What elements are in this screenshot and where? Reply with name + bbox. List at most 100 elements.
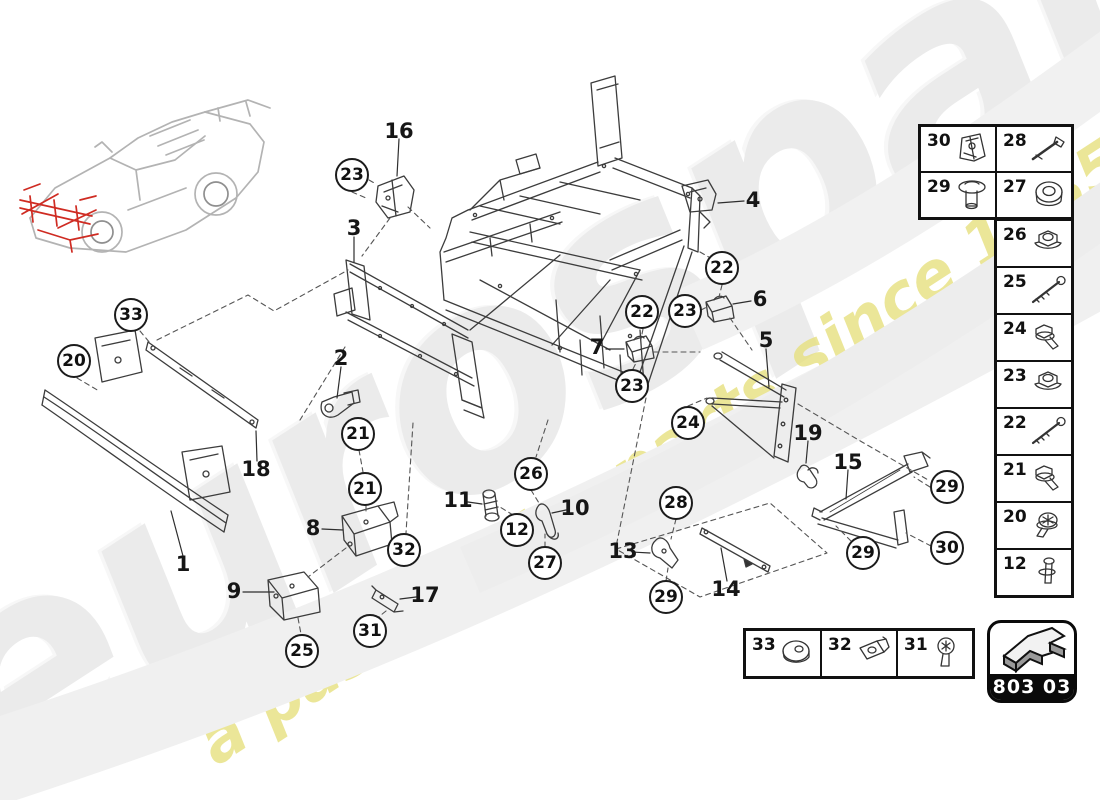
fastener-number: 24 xyxy=(1003,319,1027,339)
fastener-number: 30 xyxy=(927,131,951,151)
callout-circle-23[interactable]: 23 xyxy=(668,294,702,328)
fastener-cell-21[interactable]: 21 xyxy=(996,455,1072,502)
part-number-label-9: 9 xyxy=(226,579,242,603)
part-13-clip xyxy=(651,537,679,569)
part-15-arm xyxy=(811,451,931,549)
callout-circle-25[interactable]: 25 xyxy=(285,634,319,668)
fastener-number: 23 xyxy=(1003,366,1027,386)
section-arrow-icon xyxy=(1002,626,1067,674)
callout-circle-32[interactable]: 32 xyxy=(387,533,421,567)
bracket-icon xyxy=(952,131,994,167)
callout-circle-23[interactable]: 23 xyxy=(615,369,649,403)
part-1-bumper-beam xyxy=(41,329,231,533)
callout-circle-28[interactable]: 28 xyxy=(659,486,693,520)
grommet-icon xyxy=(777,636,819,672)
part-19-hook xyxy=(796,464,819,489)
fastener-number: 31 xyxy=(904,635,928,655)
fastener-cell-30[interactable]: 30 xyxy=(920,126,996,172)
part-number-label-17: 17 xyxy=(410,583,440,607)
part-4-bracket xyxy=(681,179,717,229)
part-number-label-2: 2 xyxy=(333,346,349,370)
torx-screw-icon xyxy=(929,636,971,672)
hex-bolt-icon xyxy=(1028,320,1070,356)
fastener-cell-32[interactable]: 32 xyxy=(821,630,897,677)
callout-circle-22[interactable]: 22 xyxy=(705,251,739,285)
callout-circle-21[interactable]: 21 xyxy=(341,417,375,451)
fastener-cell-29[interactable]: 29 xyxy=(920,172,996,218)
diagram-code: 803 03 xyxy=(990,674,1074,700)
part-18-crossbar xyxy=(145,341,259,429)
callout-circle-24[interactable]: 24 xyxy=(671,406,705,440)
part-number-label-3: 3 xyxy=(346,216,362,240)
flange-nut-icon xyxy=(1028,367,1070,403)
part-number-label-4: 4 xyxy=(745,188,761,212)
fastener-cell-25[interactable]: 25 xyxy=(996,267,1072,314)
part-number-label-7: 7 xyxy=(589,335,605,359)
part-17-strap xyxy=(371,585,404,613)
dashed-connectors xyxy=(76,179,932,635)
hex-bolt-icon xyxy=(1028,461,1070,497)
fastener-cell-20[interactable]: 20 xyxy=(996,502,1072,549)
fastener-cell-12[interactable]: 12 xyxy=(996,549,1072,596)
part-number-label-8: 8 xyxy=(305,516,321,540)
pin-icon xyxy=(1028,131,1070,167)
callout-circle-29[interactable]: 29 xyxy=(930,470,964,504)
part-9-bracket xyxy=(267,571,321,621)
callout-circle-31[interactable]: 31 xyxy=(353,614,387,648)
plug-icon xyxy=(952,177,994,213)
part-5-brace xyxy=(705,351,797,463)
callout-circle-22[interactable]: 22 xyxy=(625,295,659,329)
fastener-cell-23[interactable]: 23 xyxy=(996,361,1072,408)
part-10-hook xyxy=(535,503,559,540)
callout-circle-23[interactable]: 23 xyxy=(335,158,369,192)
fastener-cell-26[interactable]: 26 xyxy=(996,220,1072,267)
fastener-cell-33[interactable]: 33 xyxy=(745,630,821,677)
callout-circle-29[interactable]: 29 xyxy=(846,536,880,570)
fastener-cell-22[interactable]: 22 xyxy=(996,408,1072,455)
part-number-label-10: 10 xyxy=(560,496,590,520)
fastener-number: 32 xyxy=(828,635,852,655)
fastener-cell-24[interactable]: 24 xyxy=(996,314,1072,361)
part-16-bracket xyxy=(375,175,415,219)
part-number-label-1: 1 xyxy=(175,552,191,576)
parts-legend-bottom: 33 32 31 xyxy=(743,628,975,679)
part-14-bar xyxy=(699,527,771,573)
callout-circle-12[interactable]: 12 xyxy=(500,513,534,547)
callout-circle-20[interactable]: 20 xyxy=(57,344,91,378)
part-number-label-15: 15 xyxy=(833,450,863,474)
part-2-bracket xyxy=(320,389,361,418)
callout-circle-30[interactable]: 30 xyxy=(930,531,964,565)
fastener-number: 25 xyxy=(1003,272,1027,292)
part-3-front-panel xyxy=(333,259,485,419)
callout-circle-29[interactable]: 29 xyxy=(649,580,683,614)
part-7-clamp xyxy=(625,335,655,363)
fastener-number: 27 xyxy=(1003,177,1027,197)
fastener-number: 29 xyxy=(927,177,951,197)
part-number-label-18: 18 xyxy=(241,457,271,481)
rivet-icon xyxy=(1028,555,1070,591)
part-11-mount xyxy=(482,489,500,522)
fastener-number: 33 xyxy=(752,635,776,655)
long-screw-icon xyxy=(1028,414,1070,450)
highlighted-front-frame xyxy=(19,183,99,253)
part-number-label-5: 5 xyxy=(758,328,774,352)
callout-circle-27[interactable]: 27 xyxy=(528,546,562,580)
fastener-cell-28[interactable]: 28 xyxy=(996,126,1072,172)
flange-nut-icon xyxy=(1028,226,1070,262)
long-screw-icon xyxy=(1028,273,1070,309)
diagram-code-badge[interactable]: 803 03 xyxy=(987,620,1077,703)
part-number-label-14: 14 xyxy=(711,577,741,601)
callout-circle-33[interactable]: 33 xyxy=(114,298,148,332)
part-number-label-11: 11 xyxy=(443,488,473,512)
parts-legend-right-top: 30 28 29 27 xyxy=(918,124,1074,220)
chassis-frame xyxy=(439,75,701,393)
fastener-number: 22 xyxy=(1003,413,1027,433)
callout-circle-21[interactable]: 21 xyxy=(348,472,382,506)
fastener-cell-27[interactable]: 27 xyxy=(996,172,1072,218)
car-location-inset xyxy=(19,99,271,253)
fastener-cell-31[interactable]: 31 xyxy=(897,630,973,677)
callout-circle-26[interactable]: 26 xyxy=(514,457,548,491)
